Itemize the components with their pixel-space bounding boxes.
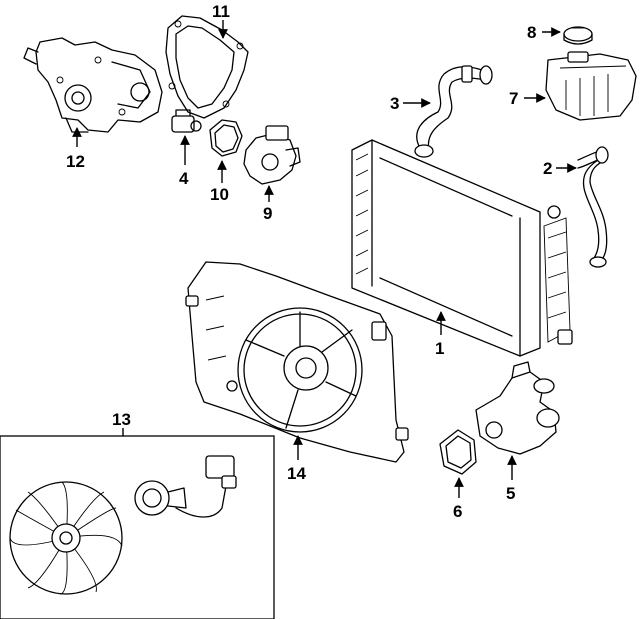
coolant-reservoir-part [545,51,637,121]
callout-8: 8 [527,23,536,42]
callout-14: 14 [287,464,306,483]
reservoir-cap-part [563,26,593,45]
fan-shroud-part [185,261,409,463]
fan-assembly-box [0,435,275,619]
lower-radiator-hose-part [577,146,609,268]
thermostat-housing-part [243,125,301,185]
callout-1: 1 [435,339,444,358]
cooling-fan-blade-part [9,481,123,595]
callout-6: 6 [453,502,462,521]
outlet-seal-part [439,429,477,475]
callout-7: 7 [509,89,518,108]
callout-2: 2 [543,159,552,178]
fan-motor-wiring-harness-part [175,455,237,518]
callout-3: 3 [390,94,399,113]
callout-13: 13 [112,410,131,429]
callout-5: 5 [506,484,515,503]
callout-9: 9 [263,204,272,223]
radiator-part [351,139,573,357]
upper-radiator-hose-part [414,65,493,158]
temperature-sensor-part [171,109,202,133]
fan-motor-part [134,480,187,516]
callout-10: 10 [210,185,229,204]
water-pump-housing-part [23,37,163,133]
callout-11: 11 [212,2,230,21]
callout-12: 12 [66,152,85,171]
water-pump-gasket-part [165,15,249,119]
callout-4: 4 [179,169,189,188]
thermostat-seal-part [209,119,243,157]
water-outlet-part [475,361,560,455]
